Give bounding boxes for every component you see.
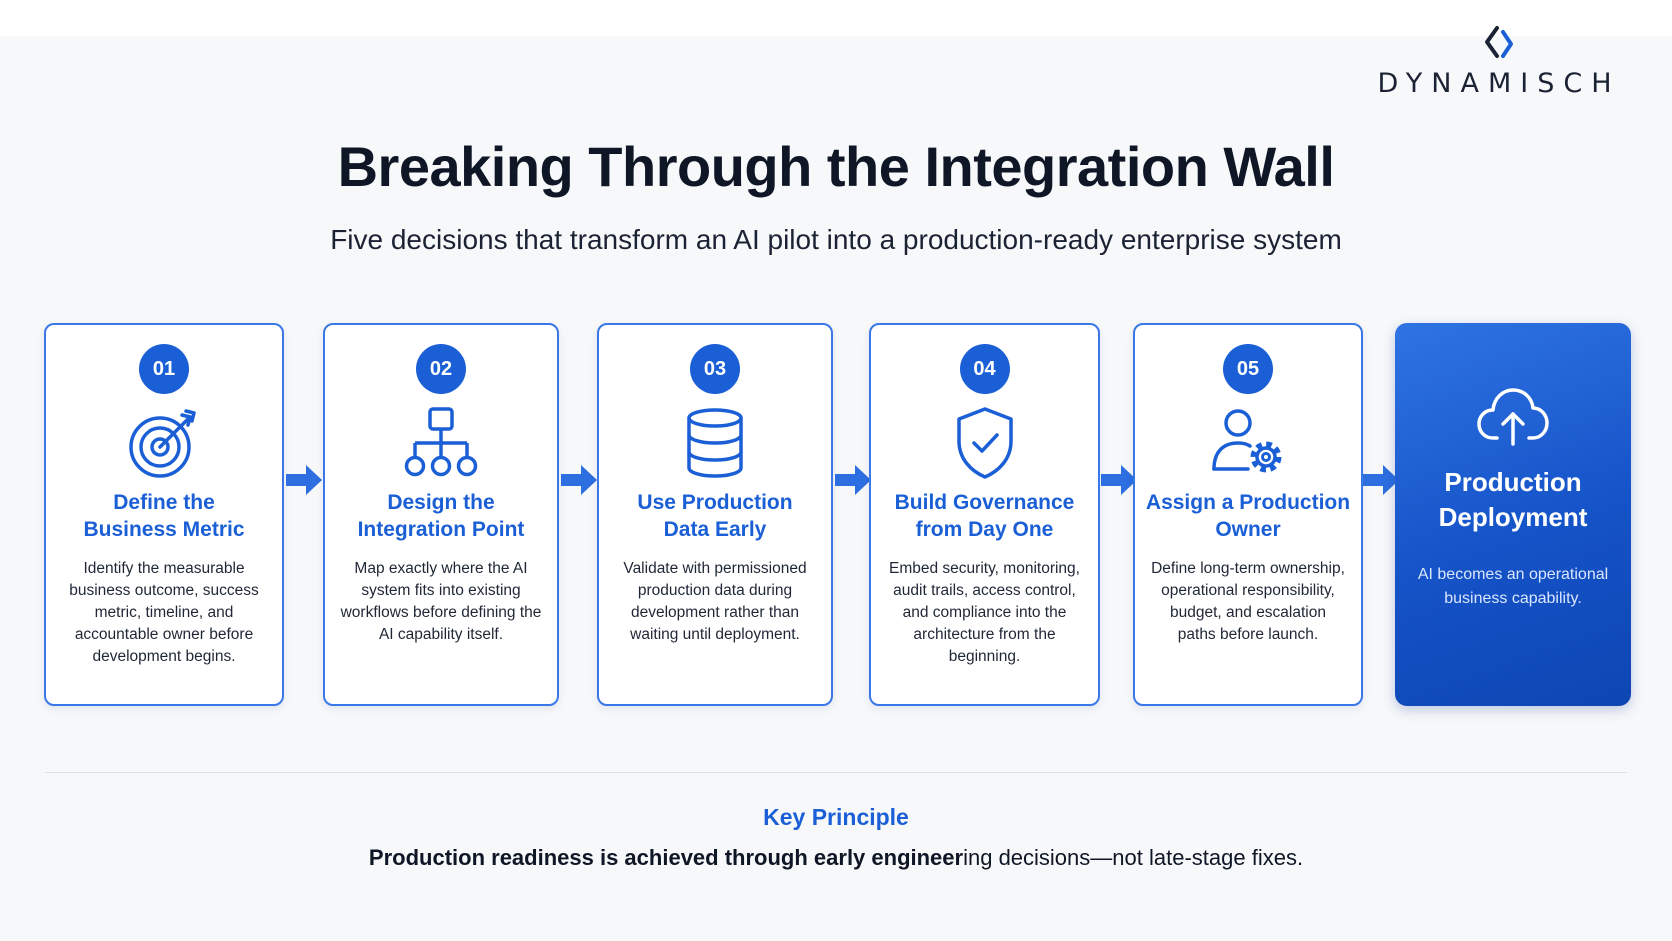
- flow-arrow-icon: [286, 465, 322, 495]
- top-band: [0, 0, 1672, 36]
- step-description: Validate with permissioned production da…: [623, 560, 807, 643]
- database-icon: [687, 408, 743, 478]
- step-description: Embed security, monitoring, audit trails…: [889, 560, 1080, 665]
- step-number-badge: 03: [690, 344, 740, 394]
- outcome-description: AI becomes an operational business capab…: [1417, 566, 1609, 607]
- user-gear-icon: [1212, 409, 1282, 473]
- step-number-badge: 05: [1223, 344, 1273, 394]
- step-number-badge: 04: [959, 344, 1010, 394]
- key-principle-bold: Production readiness is achieved through…: [368, 845, 964, 870]
- flow-arrow-icon: [835, 465, 871, 495]
- section-divider: [45, 772, 1627, 773]
- flow-arrow-icon: [561, 465, 597, 495]
- shield-check-icon: [956, 407, 1013, 479]
- key-principle-text: Production readiness is achieved through…: [0, 845, 1672, 871]
- logo-mark-icon: [1485, 26, 1513, 58]
- step-description: Identify the measurable business outcome…: [69, 560, 259, 665]
- brand-name: DYNAMISCH: [1377, 68, 1621, 99]
- brand-logo: DYNAMISCH: [1354, 22, 1644, 99]
- flow-arrow-icon: [1363, 465, 1399, 495]
- step-description: Map exactly where the AI system fits int…: [340, 560, 542, 643]
- step-number-badge: 01: [139, 344, 189, 394]
- step-number-badge: 02: [416, 344, 466, 394]
- step-description: Define long-term ownership, operational …: [1151, 560, 1345, 643]
- hierarchy-icon: [404, 407, 478, 477]
- flow-arrow-icon: [1101, 465, 1137, 495]
- page-title: Breaking Through the Integration Wall: [337, 135, 1335, 198]
- key-principle-regular: ing decisions—not late-stage fixes.: [963, 845, 1304, 870]
- cloud-upload-icon: [1477, 388, 1549, 446]
- page-subtitle: Five decisions that transform an AI pilo…: [330, 224, 1342, 255]
- target-arrow-icon: [129, 409, 196, 478]
- key-principle-heading: Key Principle: [763, 804, 909, 830]
